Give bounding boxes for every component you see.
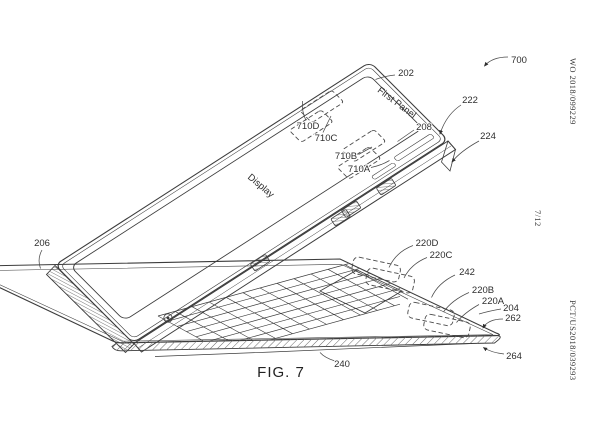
component-220d [351,256,401,283]
leader-220a [456,304,480,323]
component-710b [342,130,386,162]
leader-220d [388,245,414,268]
ref-label-220d: 220D [416,238,439,249]
ref-label-710d: 710D [297,121,320,132]
hinge-connector-block [330,209,351,227]
ref-label-202: 202 [398,68,414,79]
ref-label-222: 222 [462,95,478,106]
hinge-spine-hatch [46,265,134,353]
panel-side-face [133,140,457,353]
base-front-edge [111,334,501,357]
hinge-pin [163,313,173,323]
component-710d [300,90,344,123]
leader-262 [482,318,504,329]
leader-710b [358,146,373,155]
leader-220c [403,257,428,279]
sheet-index: 7/12 [533,210,543,227]
hinge-connector-block [250,254,270,272]
ref-label-206: 206 [34,238,50,249]
component-710a [337,147,381,179]
ref-label-262: 262 [505,313,521,324]
ref-label-204: 204 [503,303,519,314]
leader-206 [38,249,43,269]
ref-label-242: 242 [459,267,475,278]
display-area [73,76,420,319]
ref-label-220b: 220B [472,285,494,296]
ref-label-710a: 710A [348,164,371,175]
ref-label-220a: 220A [482,296,505,307]
component-220c [365,267,415,294]
leader-264 [482,347,505,355]
hinge-connector-block [376,178,396,196]
ref-label-710c: 710C [315,133,338,144]
leader-710c [322,115,332,133]
component-220a [423,313,471,339]
application-number: PCT/US2018/039293 [568,300,578,380]
publication-number: WO 2018/099229 [568,58,578,125]
trackpad-area [319,269,403,314]
ref-label-208: 208 [416,122,432,133]
leader-lines [38,56,509,362]
panel-corner-block [441,140,456,172]
leader-710a [370,160,390,168]
leader-202 [375,74,396,80]
ref-label-224: 224 [480,131,496,142]
ref-label-700: 700 [511,55,527,66]
base-inner-edge-line [0,264,494,342]
base-underside-line [154,343,473,357]
ref-label-220c: 220C [430,250,453,261]
first-panel-drawing [45,64,457,354]
keyboard-keys-grid [157,259,409,342]
leader-220b [443,292,470,313]
leader-204 [478,308,502,315]
leader-208 [397,129,415,142]
edge-connector-strip-2 [371,162,396,180]
leader-710d [301,100,307,121]
leader-240 [319,352,336,362]
leader-222 [439,104,462,135]
panel-bezel-line [62,67,441,338]
leader-700 [484,56,509,67]
ref-label-240: 240 [334,359,350,370]
reference-labels: 700 202 222 208 224 710D 710C 710B 710A … [33,54,528,371]
leader-242 [431,274,456,298]
component-710c [290,110,333,142]
panel-side-inner-line [137,145,452,349]
ref-label-264: 264 [506,351,522,362]
display-text: Display [245,172,276,201]
hinge-pin-center [166,316,170,320]
figure-caption: FIG. 7 [257,364,305,381]
leader-224 [451,140,480,163]
edge-connector-strip [394,134,434,161]
ref-label-710b: 710B [335,151,357,162]
